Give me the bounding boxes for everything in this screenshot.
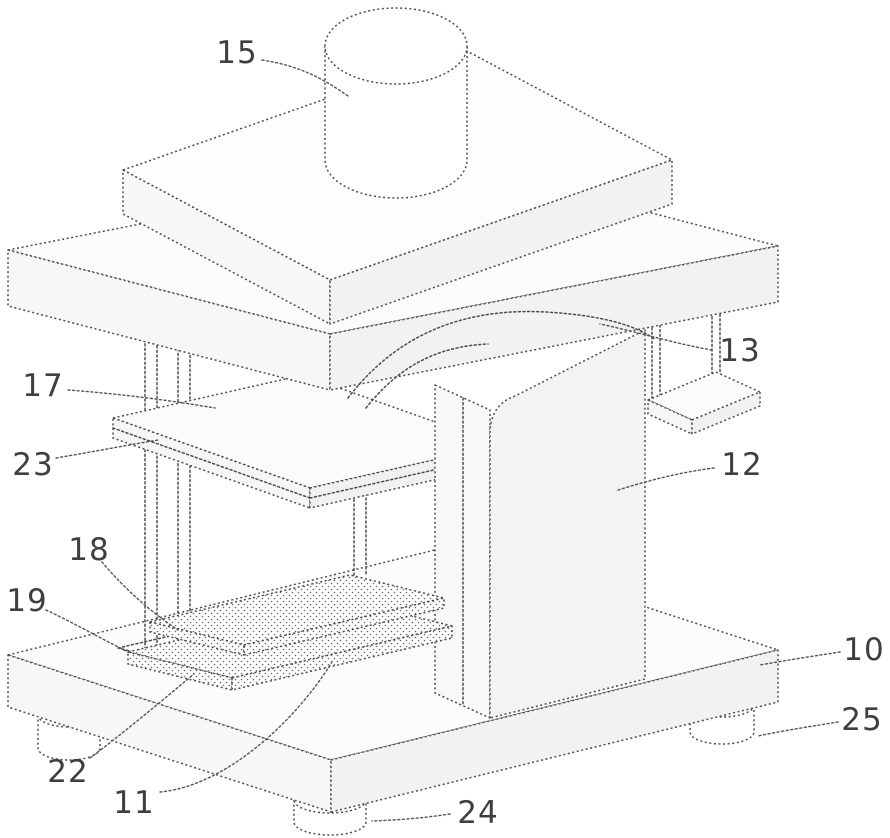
leader-line-23 — [55, 439, 159, 459]
leader-line-17 — [67, 389, 216, 409]
ref-label-13: 13 — [719, 333, 760, 369]
ref-label-23: 23 — [12, 447, 53, 483]
leader-line-15 — [261, 59, 349, 97]
ref-label-22: 22 — [47, 754, 88, 790]
ref-label-24: 24 — [457, 795, 498, 831]
ref-label-19: 19 — [6, 583, 47, 619]
leader-line-12 — [617, 467, 715, 491]
leader-line-22 — [89, 673, 195, 759]
ref-label-25: 25 — [841, 702, 882, 738]
curved-bracket — [347, 310, 657, 409]
ref-label-10: 10 — [843, 632, 884, 668]
leader-line-13 — [599, 323, 713, 351]
intermediate-plate-right — [647, 371, 761, 435]
die-plate-upper — [149, 574, 445, 656]
leader-line-19 — [45, 609, 129, 653]
leader-lines — [45, 59, 841, 822]
ref-label-17: 17 — [22, 368, 63, 404]
ref-label-18: 18 — [68, 532, 109, 568]
guide-rods-left — [144, 329, 191, 651]
column-block — [434, 329, 646, 719]
ref-label-15: 15 — [216, 35, 257, 71]
ref-label-11: 11 — [113, 785, 154, 821]
hydraulic-cylinder — [324, 7, 468, 199]
leader-line-11 — [159, 661, 333, 793]
ref-label-12: 12 — [721, 447, 762, 483]
reference-labels: 15 13 17 23 12 18 19 10 25 22 11 24 — [6, 35, 884, 831]
leader-line-24 — [371, 813, 451, 822]
leader-line-18 — [101, 561, 179, 631]
leader-line-25 — [757, 721, 839, 737]
plate-lamination-line — [112, 427, 311, 499]
